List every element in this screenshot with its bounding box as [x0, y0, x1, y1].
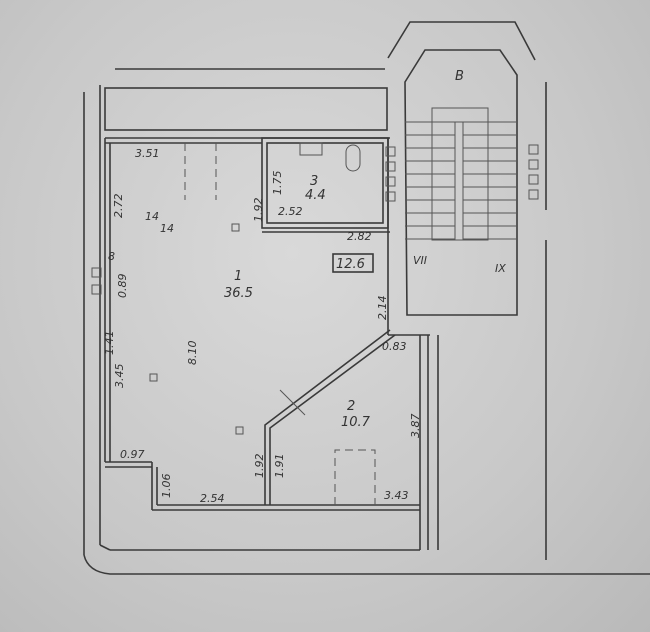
dim-3-43: 3.43	[384, 489, 409, 502]
room3-number: 3	[310, 174, 318, 189]
outlet-icon	[235, 426, 244, 435]
dim-1-92-top: 1.92	[252, 198, 265, 223]
dim-0-97: 0.97	[120, 448, 145, 461]
sink-icon	[299, 142, 323, 156]
door-mark	[279, 389, 306, 416]
dim-2-82: 2.82	[347, 230, 372, 243]
staircase	[387, 21, 536, 316]
dim-1-75: 1.75	[271, 171, 284, 196]
stair-label-right: IX	[495, 262, 506, 275]
dim-1-41: 1.41	[103, 331, 116, 356]
dim-2-72: 2.72	[112, 194, 125, 219]
dim-8: 8	[108, 250, 115, 263]
room14-number: 14	[145, 210, 159, 223]
outlet-icon	[231, 223, 240, 232]
outlet-icon	[149, 373, 158, 382]
room1-number: 1	[234, 269, 242, 284]
dim-1-06: 1.06	[160, 474, 173, 499]
bathtub-icon	[345, 144, 361, 172]
dim-2-52: 2.52	[278, 205, 303, 218]
dim-2-54: 2.54	[200, 492, 225, 505]
fixtures	[149, 142, 376, 505]
dim-0-83: 0.83	[382, 340, 407, 353]
dim-1-92-bottom: 1.92	[253, 454, 266, 479]
stair-label-top: B	[455, 69, 464, 84]
room14-area: 14	[160, 222, 174, 235]
dim-3-45: 3.45	[113, 364, 126, 389]
area-box	[332, 253, 374, 273]
dim-3-51: 3.51	[135, 147, 160, 160]
room1-area: 36.5	[224, 286, 253, 301]
room-walls	[104, 137, 439, 550]
loggia	[104, 87, 388, 131]
room2-number: 2	[347, 399, 355, 414]
windows	[91, 144, 539, 295]
dim-2-14: 2.14	[376, 296, 389, 321]
total-area: 12.6	[336, 257, 365, 272]
stair-label-left: VII	[413, 254, 427, 267]
room2-area: 10.7	[341, 415, 371, 430]
outer-walls	[83, 68, 650, 575]
dim-1-91: 1.91	[273, 454, 286, 479]
room3-area: 4.4	[305, 188, 326, 203]
dim-8-10: 8.10	[186, 341, 199, 366]
dim-0-89: 0.89	[116, 274, 129, 299]
dim-3-87: 3.87	[409, 414, 422, 439]
